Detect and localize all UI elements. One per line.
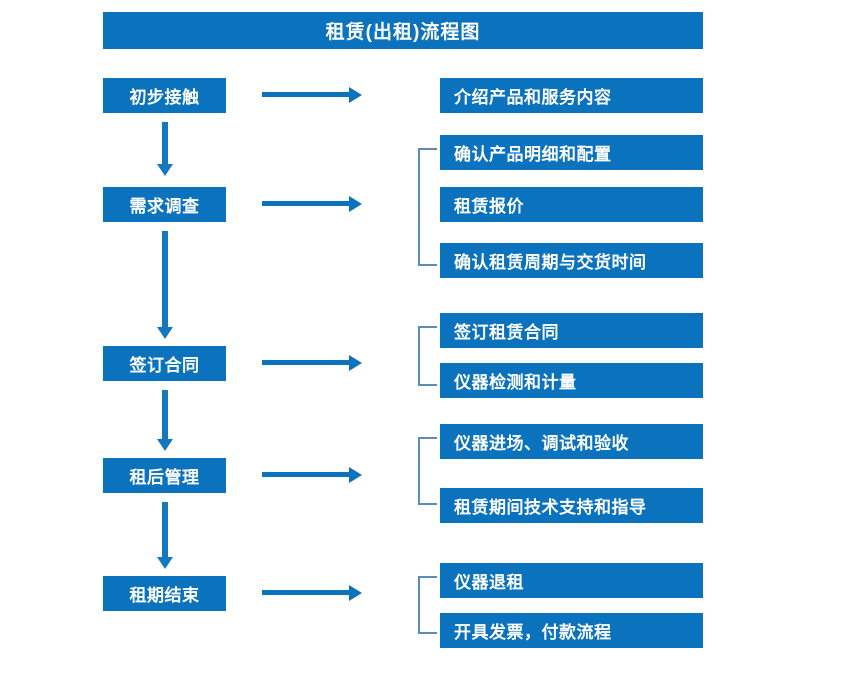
vertical-arrow-2 — [157, 231, 173, 339]
arrow-shaft — [262, 92, 350, 97]
horizontal-arrow-5 — [262, 585, 362, 601]
group-bracket-needs-survey — [418, 148, 437, 266]
arrow-head — [157, 557, 173, 569]
arrow-shaft — [162, 231, 168, 327]
vertical-arrow-1 — [157, 122, 173, 176]
arrow-head — [349, 355, 362, 371]
vertical-arrow-4 — [157, 502, 173, 569]
arrow-head — [349, 87, 362, 103]
stage-box-rental-end[interactable]: 租期结束 — [103, 576, 226, 611]
detail-box-introduce-products[interactable]: 介绍产品和服务内容 — [440, 78, 703, 113]
vertical-arrow-3 — [157, 390, 173, 451]
detail-box-confirm-product-spec[interactable]: 确认产品明细和配置 — [440, 135, 703, 170]
horizontal-arrow-2 — [262, 196, 362, 212]
detail-box-confirm-period[interactable]: 确认租赁周期与交货时间 — [440, 243, 703, 278]
arrow-head — [157, 327, 173, 339]
group-bracket-sign-contract — [418, 326, 437, 386]
diagram-title: 租赁(出租)流程图 — [103, 12, 703, 49]
detail-box-instrument-testing[interactable]: 仪器检测和计量 — [440, 363, 703, 398]
detail-box-technical-support[interactable]: 租赁期间技术支持和指导 — [440, 488, 703, 523]
arrow-head — [157, 439, 173, 451]
stage-box-initial-contact[interactable]: 初步接触 — [103, 78, 226, 113]
group-bracket-post-rental-mgmt — [418, 437, 437, 505]
arrow-shaft — [262, 360, 350, 365]
arrow-head — [349, 196, 362, 212]
arrow-shaft — [262, 201, 350, 206]
arrow-shaft — [162, 502, 168, 557]
group-bracket-rental-end — [418, 576, 437, 634]
arrow-head — [157, 164, 173, 176]
horizontal-arrow-1 — [262, 87, 362, 103]
arrow-shaft — [162, 390, 168, 439]
horizontal-arrow-4 — [262, 467, 362, 483]
stage-box-needs-survey[interactable]: 需求调查 — [103, 187, 226, 222]
arrow-shaft — [262, 590, 350, 595]
detail-box-instrument-return[interactable]: 仪器退租 — [440, 563, 703, 598]
detail-box-rental-quote[interactable]: 租赁报价 — [440, 187, 703, 222]
arrow-head — [349, 467, 362, 483]
arrow-head — [349, 585, 362, 601]
detail-box-instrument-delivery[interactable]: 仪器进场、调试和验收 — [440, 424, 703, 459]
stage-box-sign-contract[interactable]: 签订合同 — [103, 346, 226, 381]
detail-box-invoice-payment[interactable]: 开具发票，付款流程 — [440, 613, 703, 648]
horizontal-arrow-3 — [262, 355, 362, 371]
arrow-shaft — [262, 472, 350, 477]
arrow-shaft — [162, 122, 168, 164]
stage-box-post-rental-mgmt[interactable]: 租后管理 — [103, 458, 226, 493]
detail-box-sign-rental-contract[interactable]: 签订租赁合同 — [440, 313, 703, 348]
